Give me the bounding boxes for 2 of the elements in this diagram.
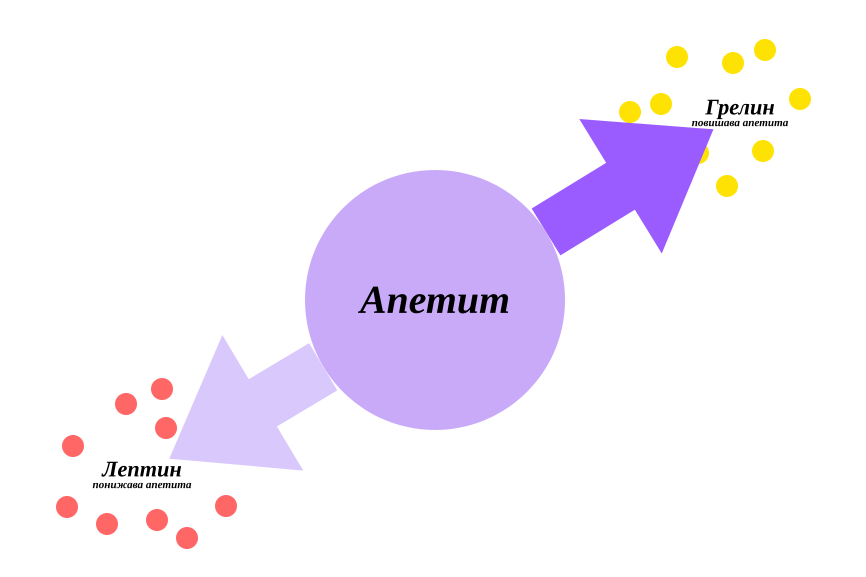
text-label: Лептин понижава апетита xyxy=(92,462,192,488)
text-label: Грелин повишава апетита xyxy=(692,100,788,126)
